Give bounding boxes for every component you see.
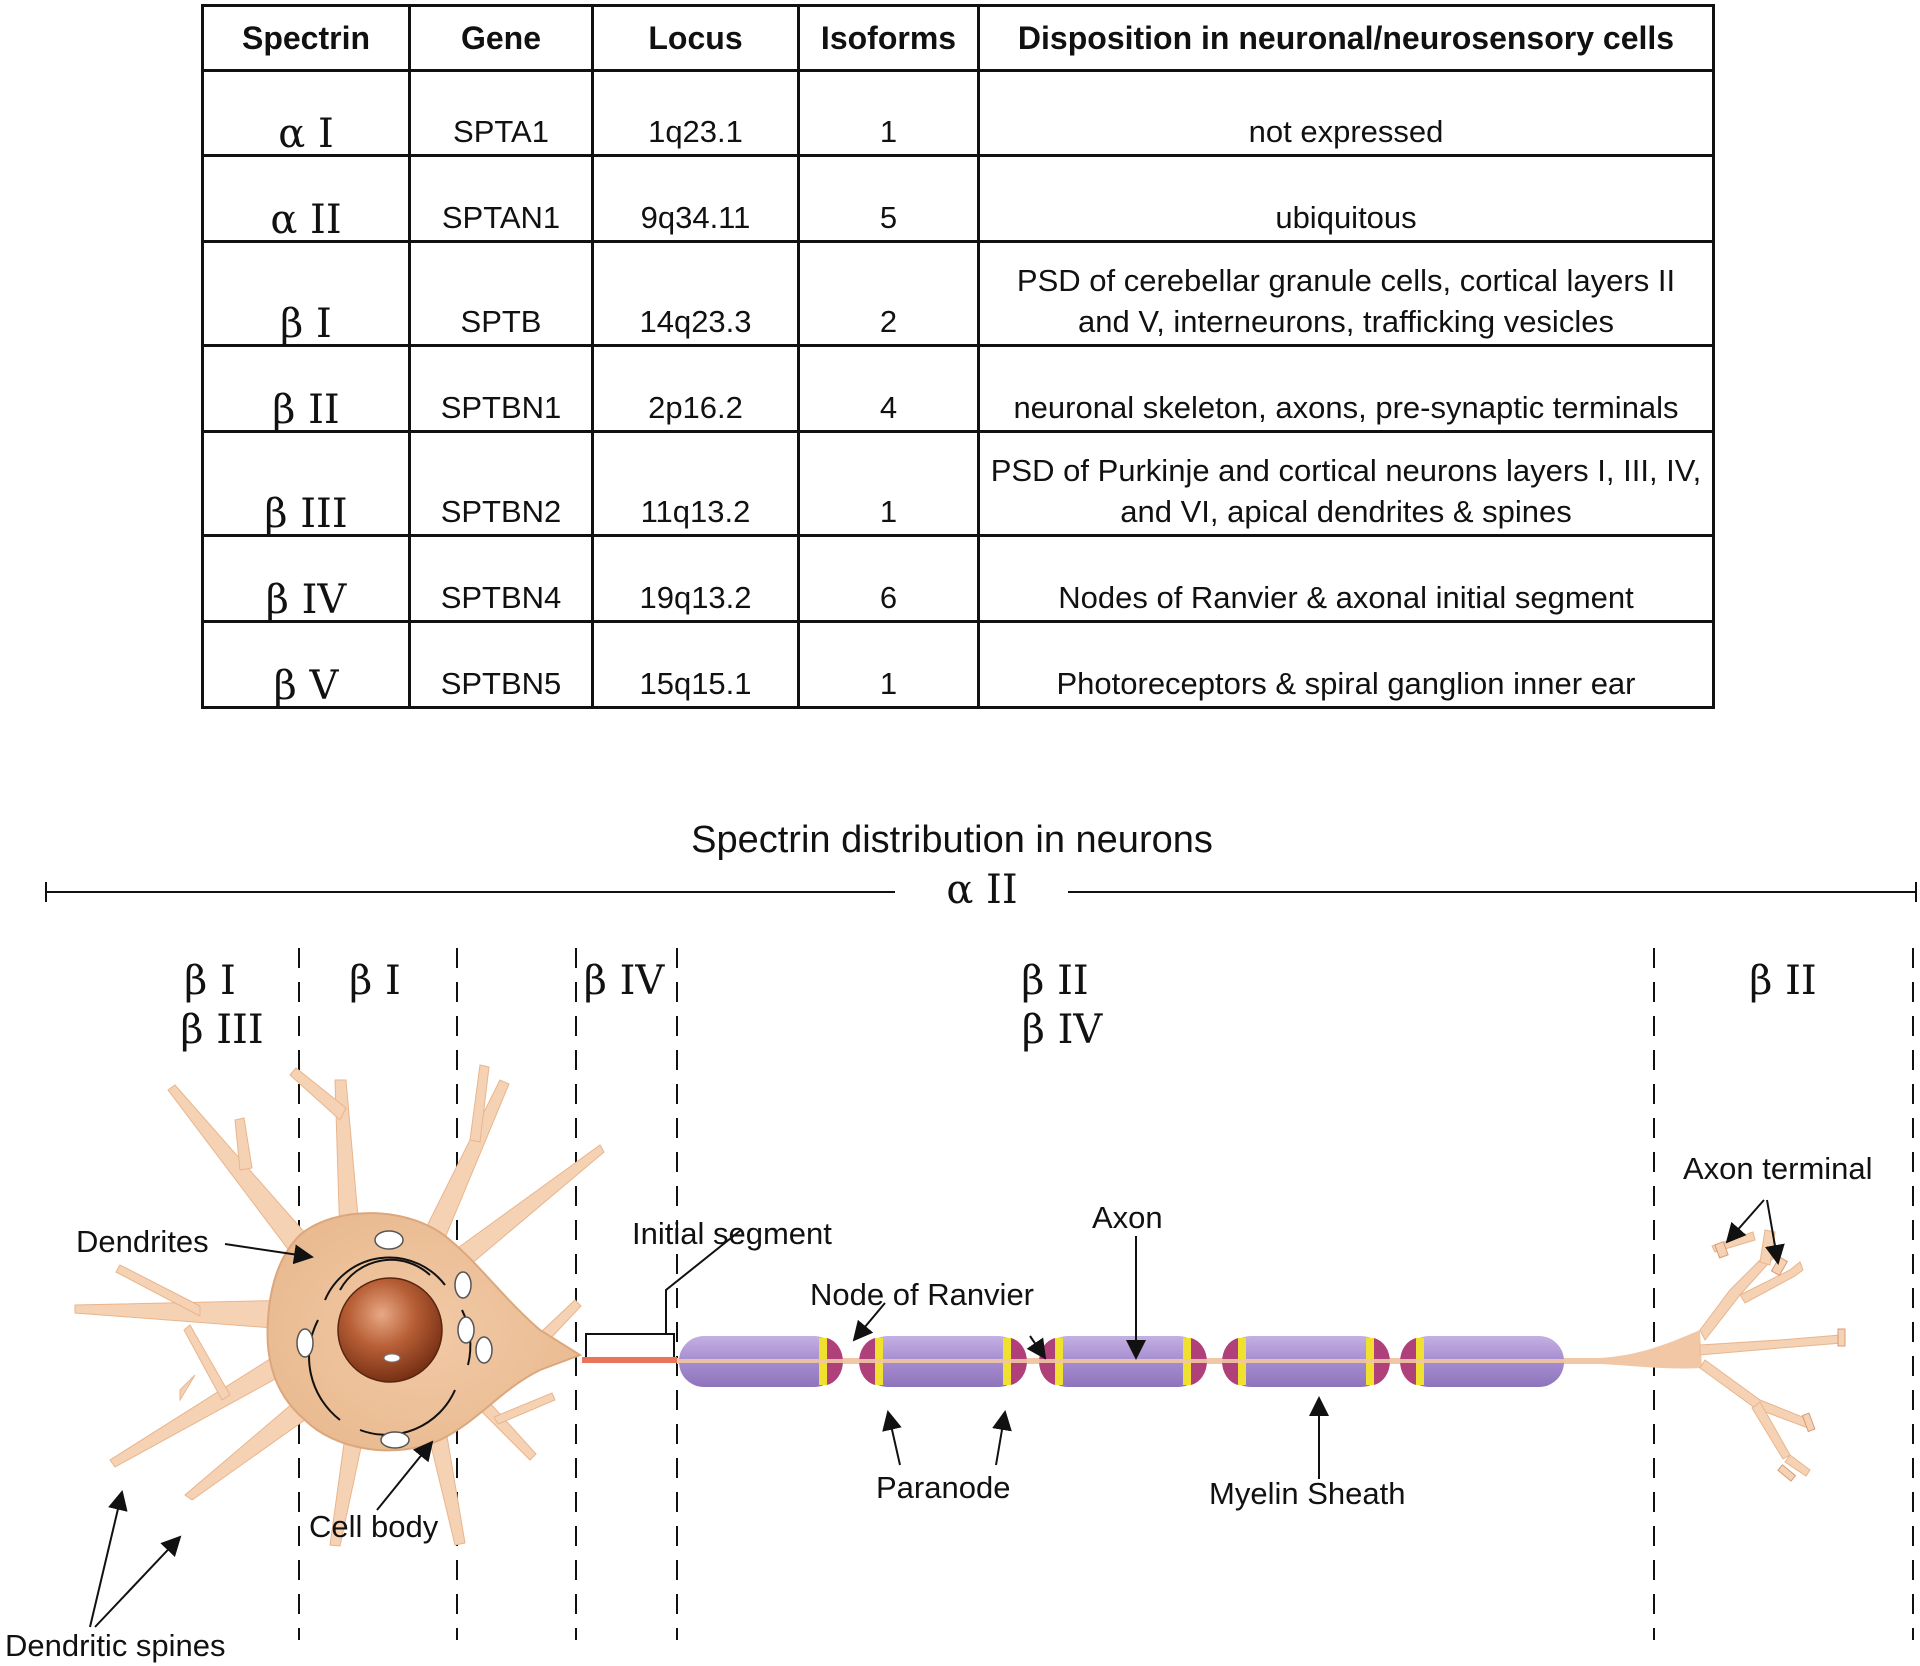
cell-isoforms: 1 bbox=[797, 430, 980, 537]
table-row: β IV SPTBN4 19q13.2 6 Nodes of Ranvier &… bbox=[201, 534, 1715, 623]
cell-isoforms: 4 bbox=[797, 344, 980, 433]
cell-gene: SPTAN1 bbox=[408, 154, 594, 243]
spectrin-table: Spectrin Gene Locus Isoforms Disposition… bbox=[201, 4, 1715, 709]
cell-spectrin: β IV bbox=[201, 534, 411, 623]
dendrites bbox=[74, 1064, 605, 1547]
cell-disposition: PSD of Purkinje and cortical neurons lay… bbox=[977, 430, 1715, 537]
header-gene: Gene bbox=[408, 4, 594, 72]
cell-spectrin: β II bbox=[201, 344, 411, 433]
mitochondria bbox=[296, 1230, 493, 1449]
diagram-title: Spectrin distribution in neurons bbox=[691, 819, 1213, 861]
label-dendrites: Dendrites bbox=[76, 1224, 209, 1259]
initial-segment bbox=[582, 1357, 677, 1363]
cell-gene: SPTBN2 bbox=[408, 430, 594, 537]
cell-disposition: PSD of cerebellar granule cells, cortica… bbox=[977, 240, 1715, 347]
region-cell-body-beta: β I bbox=[349, 958, 401, 1004]
header-locus: Locus bbox=[591, 4, 800, 72]
cell-disposition: ubiquitous bbox=[977, 154, 1715, 243]
table-header-row: Spectrin Gene Locus Isoforms Disposition… bbox=[201, 4, 1715, 72]
cell-gene: SPTBN4 bbox=[408, 534, 594, 623]
label-paranode: Paranode bbox=[876, 1470, 1010, 1505]
region-separators bbox=[298, 948, 1914, 1640]
label-axon-terminal: Axon terminal bbox=[1683, 1151, 1873, 1186]
table-row: β I SPTB 14q23.3 2 PSD of cerebellar gra… bbox=[201, 240, 1715, 347]
cell-locus: 1q23.1 bbox=[591, 69, 800, 157]
cell-isoforms: 1 bbox=[797, 620, 980, 709]
cell-disposition: not expressed bbox=[977, 69, 1715, 157]
region-axon-beta-2: β IV bbox=[1022, 1007, 1104, 1053]
spectrin-table-container: Spectrin Gene Locus Isoforms Disposition… bbox=[201, 4, 1715, 709]
nucleus bbox=[337, 1277, 443, 1383]
region-terminal-beta: β II bbox=[1749, 958, 1816, 1004]
label-initial-segment: Initial segment bbox=[632, 1216, 832, 1251]
cell-isoforms: 6 bbox=[797, 534, 980, 623]
cell-locus: 11q13.2 bbox=[591, 430, 800, 537]
cell-locus: 9q34.11 bbox=[591, 154, 800, 243]
cell-locus: 15q15.1 bbox=[591, 620, 800, 709]
cell-gene: SPTB bbox=[408, 240, 594, 347]
cell-spectrin: β III bbox=[201, 430, 411, 537]
header-disposition: Disposition in neuronal/neurosensory cel… bbox=[977, 4, 1715, 72]
cell-locus: 19q13.2 bbox=[591, 534, 800, 623]
alpha-ii-label: α II bbox=[946, 867, 1017, 913]
region-initial-segment-beta: β IV bbox=[584, 958, 666, 1004]
header-isoforms: Isoforms bbox=[797, 4, 980, 72]
cell-gene: SPTBN1 bbox=[408, 344, 594, 433]
cell-spectrin: α I bbox=[201, 69, 411, 157]
table-row: β III SPTBN2 11q13.2 1 PSD of Purkinje a… bbox=[201, 430, 1715, 537]
cell-isoforms: 1 bbox=[797, 69, 980, 157]
table-row: α II SPTAN1 9q34.11 5 ubiquitous bbox=[201, 154, 1715, 243]
axon-terminal-branches bbox=[1699, 1229, 1843, 1477]
cell-gene: SPTA1 bbox=[408, 69, 594, 157]
region-axon-beta-1: β II bbox=[1021, 958, 1088, 1004]
table-row: β II SPTBN1 2p16.2 4 neuronal skeleton, … bbox=[201, 344, 1715, 433]
cell-spectrin: β V bbox=[201, 620, 411, 709]
cell-locus: 2p16.2 bbox=[591, 344, 800, 433]
cell-isoforms: 5 bbox=[797, 154, 980, 243]
table-row: α I SPTA1 1q23.1 1 not expressed bbox=[201, 69, 1715, 157]
annotation-arrows bbox=[89, 1199, 1785, 1628]
region-dendrites-beta-1: β I bbox=[184, 958, 236, 1004]
label-node-of-ranvier: Node of Ranvier bbox=[810, 1277, 1034, 1312]
header-spectrin: Spectrin bbox=[201, 4, 411, 72]
endoplasmic-reticulum bbox=[308, 1256, 472, 1436]
region-dendrites-beta-2: β III bbox=[180, 1007, 263, 1053]
cell-disposition: Photoreceptors & spiral ganglion inner e… bbox=[977, 620, 1715, 709]
nucleolus bbox=[383, 1353, 401, 1363]
cell-spectrin: β I bbox=[201, 240, 411, 347]
initial-segment-box bbox=[585, 1333, 675, 1361]
cell-isoforms: 2 bbox=[797, 240, 980, 347]
label-axon: Axon bbox=[1092, 1200, 1163, 1235]
label-dendritic-spines: Dendritic spines bbox=[5, 1628, 226, 1663]
table-row: β V SPTBN5 15q15.1 1 Photoreceptors & sp… bbox=[201, 620, 1715, 709]
cell-locus: 14q23.3 bbox=[591, 240, 800, 347]
cell-spectrin: α II bbox=[201, 154, 411, 243]
label-cell-body: Cell body bbox=[309, 1509, 439, 1544]
cell-disposition: neuronal skeleton, axons, pre-synaptic t… bbox=[977, 344, 1715, 433]
cell-gene: SPTBN5 bbox=[408, 620, 594, 709]
label-myelin-sheath: Myelin Sheath bbox=[1209, 1476, 1405, 1511]
myelin-sheaths bbox=[679, 1336, 1564, 1387]
cell-disposition: Nodes of Ranvier & axonal initial segmen… bbox=[977, 534, 1715, 623]
alpha-ii-span bbox=[45, 882, 1917, 902]
